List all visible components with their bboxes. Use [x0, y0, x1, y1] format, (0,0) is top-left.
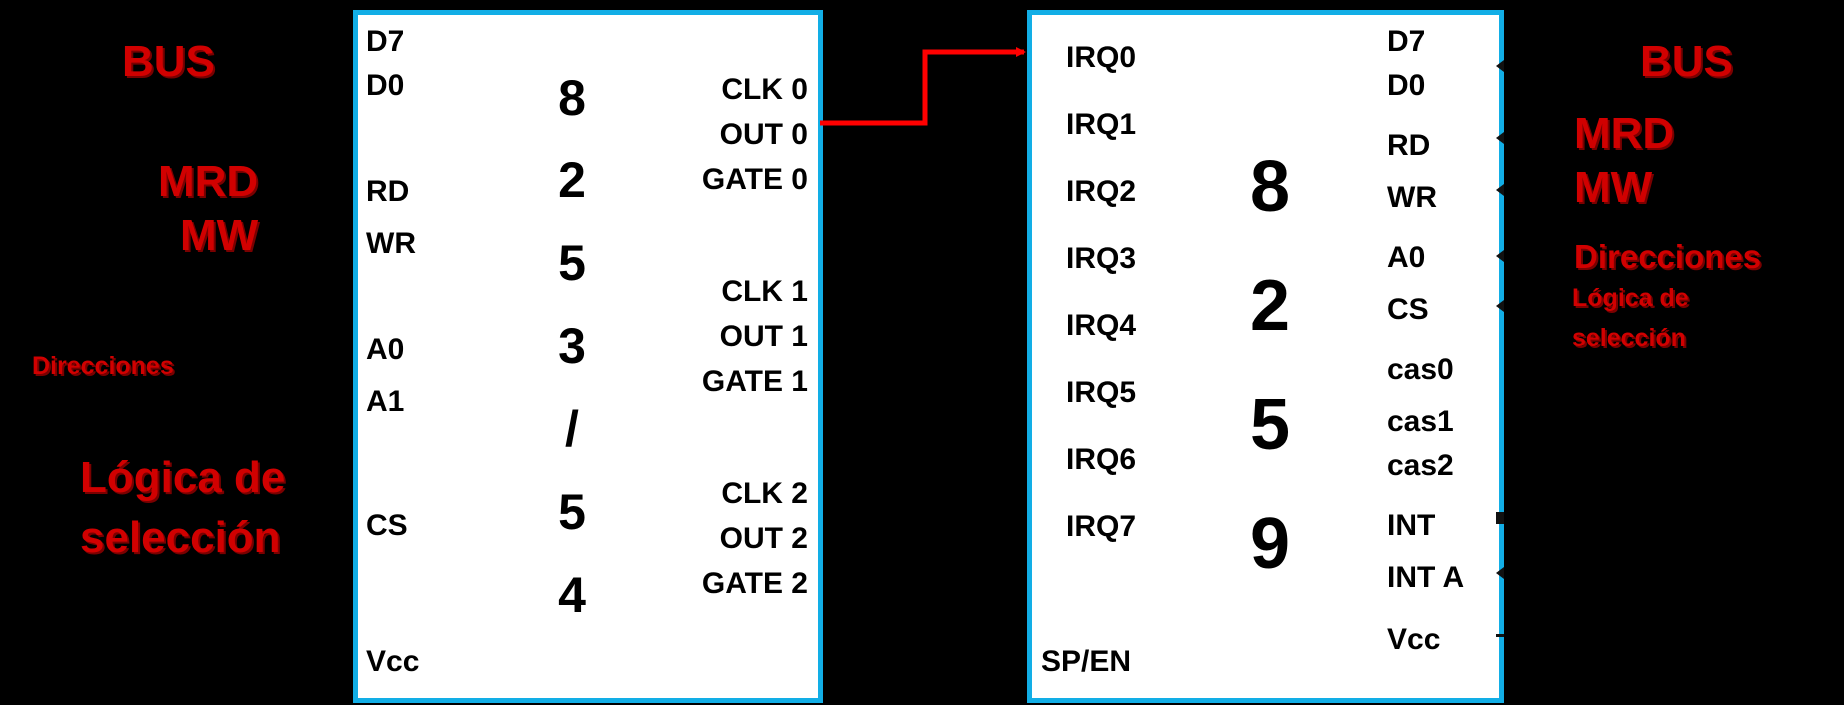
pin-8254-out0: OUT 0	[719, 118, 808, 151]
pin-8259-int: INT	[1387, 509, 1436, 542]
chip-8254-digit: 5	[558, 235, 586, 291]
pin-8259-d0: D0	[1387, 69, 1426, 102]
pin-8254-a1: A1	[366, 385, 405, 418]
8259-right-pin-ticks	[1496, 60, 1504, 637]
pin-8259-cs: CS	[1387, 293, 1429, 326]
chip-8259-digit: 9	[1249, 504, 1291, 584]
pin-8259-wr: WR	[1387, 181, 1437, 214]
right-direcciones-label: Direcciones	[1574, 238, 1762, 275]
chip-8259: IRQ0 IRQ1 IRQ2 IRQ3 IRQ4 IRQ5 IRQ6 IRQ7 …	[1027, 10, 1504, 703]
out0-to-irq0-wire	[820, 47, 1026, 126]
pin-8254-clk1: CLK 1	[721, 275, 808, 308]
pin-8254-gate0: GATE 0	[701, 163, 808, 196]
left-mrd-label: MRD	[158, 157, 259, 206]
pin-8259-d7: D7	[1387, 25, 1426, 58]
chip-8254-digit: 5	[558, 484, 586, 540]
right-logica-label-line2: selección	[1572, 324, 1686, 352]
pin-8254-clk0: CLK 0	[721, 73, 808, 106]
pin-8259-a0: A0	[1387, 241, 1426, 274]
pin-8254-out2: OUT 2	[719, 522, 808, 555]
pin-8254-cs: CS	[366, 509, 408, 542]
pin-8259-cas2: cas2	[1387, 449, 1454, 482]
chip-8254-digit: 8	[558, 70, 586, 126]
pin-8259-irq5: IRQ5	[1066, 376, 1137, 409]
pin-8254-rd: RD	[366, 175, 410, 208]
pin-8259-irq2: IRQ2	[1066, 175, 1137, 208]
pin-8259-irq3: IRQ3	[1066, 242, 1137, 275]
left-direcciones-label: Direcciones	[32, 352, 174, 380]
pin-8254-a0: A0	[366, 333, 405, 366]
pin-8259-cas1: cas1	[1387, 405, 1454, 438]
chip-8254-digit: 4	[558, 567, 586, 623]
pin-8254-clk2: CLK 2	[721, 477, 808, 510]
pin-8259-irq6: IRQ6	[1066, 443, 1137, 476]
pin-8259-inta: INT A	[1387, 561, 1465, 594]
pin-8254-out1: OUT 1	[719, 320, 808, 353]
pin-8259-irq4: IRQ4	[1066, 309, 1137, 342]
pin-8254-d7: D7	[366, 25, 405, 58]
chip-8259-digit: 8	[1249, 147, 1291, 227]
chip-8254-digit: 2	[558, 152, 586, 208]
chip-8259-digit: 5	[1249, 385, 1291, 465]
left-bus-label: BUS	[122, 37, 215, 86]
left-logica-label-line2: selección	[80, 513, 281, 562]
pin-8259-irq0: IRQ0	[1066, 41, 1137, 74]
pin-8254-vcc: Vcc	[366, 645, 420, 678]
pin-8259-rd: RD	[1387, 129, 1431, 162]
right-bus-label: BUS	[1640, 37, 1733, 86]
left-mw-label: MW	[180, 211, 259, 260]
pin-8259-irq7: IRQ7	[1066, 510, 1137, 543]
pin-8259-sp-en: SP/EN	[1041, 645, 1132, 678]
chip-8254-digit: 3	[558, 318, 586, 374]
pin-8259-irq1: IRQ1	[1066, 108, 1137, 141]
chip-8254: D7 D0 RD WR A0 A1 CS Vcc 8 2 5 3 / 5 4 C…	[353, 10, 823, 703]
pin-8254-gate2: GATE 2	[701, 567, 808, 600]
pin-8259-cas0: cas0	[1387, 353, 1454, 386]
chip-8259-digit: 2	[1249, 266, 1291, 346]
right-mrd-label: MRD	[1574, 109, 1675, 158]
right-logica-label-line1: Lógica de	[1572, 284, 1689, 312]
pin-8254-gate1: GATE 1	[701, 365, 808, 398]
pin-8254-wr: WR	[366, 227, 416, 260]
right-mw-label: MW	[1574, 163, 1653, 212]
left-logica-label-line1: Lógica de	[80, 453, 286, 502]
chip-8254-digit: /	[565, 401, 579, 457]
pin-8254-d0: D0	[366, 69, 405, 102]
pin-8259-vcc: Vcc	[1387, 623, 1441, 656]
